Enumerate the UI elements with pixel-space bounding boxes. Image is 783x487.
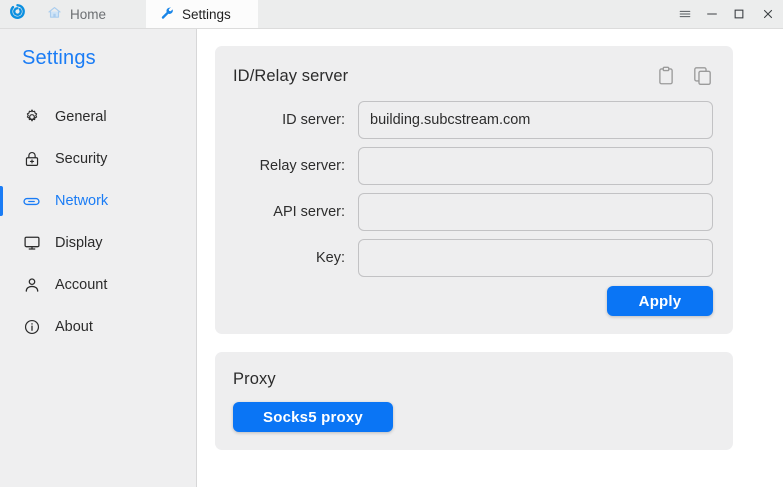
id-relay-card-actions [655, 64, 713, 88]
id-server-input[interactable]: building.subcstream.com [358, 101, 713, 139]
person-icon [22, 276, 41, 295]
field-label: API server: [273, 204, 345, 220]
sidebar-item-general[interactable]: General [0, 96, 196, 138]
monitor-icon [22, 234, 41, 253]
title-bar: Home Settings [0, 0, 783, 29]
clipboard-paste-icon[interactable] [655, 64, 677, 88]
socks5-proxy-button[interactable]: Socks5 proxy [233, 402, 393, 432]
field-key: Key: [233, 239, 713, 277]
id-relay-card-footer: Apply [233, 286, 713, 316]
field-id-server: ID server: building.subcstream.com [233, 101, 713, 139]
sidebar-item-label: Security [55, 151, 108, 167]
sidebar-item-display[interactable]: Display [0, 222, 196, 264]
field-label: Relay server: [259, 158, 345, 174]
tab-settings-label: Settings [182, 6, 231, 22]
sidebar-item-label: General [55, 109, 107, 125]
window-body: Settings General [0, 29, 783, 487]
tab-settings[interactable]: Settings [146, 0, 258, 28]
page-title: Settings [22, 47, 96, 69]
proxy-card-title: Proxy [233, 370, 276, 388]
settings-nav: General Security [0, 96, 196, 348]
minimize-button[interactable] [698, 0, 725, 28]
tab-home[interactable]: Home [34, 0, 146, 28]
wrench-icon [159, 5, 174, 23]
key-input[interactable] [358, 239, 713, 277]
settings-sidebar: Settings General [0, 29, 197, 487]
id-relay-card-header: ID/Relay server [233, 64, 713, 88]
maximize-button[interactable] [725, 0, 752, 28]
proxy-card: Proxy Socks5 proxy [215, 352, 733, 450]
id-relay-server-card: ID/Relay server [215, 46, 733, 334]
sidebar-item-account[interactable]: Account [0, 264, 196, 306]
api-server-input[interactable] [358, 193, 713, 231]
sidebar-item-label: Account [55, 277, 108, 293]
rustdesk-logo-icon [9, 3, 26, 25]
gear-icon [22, 108, 41, 127]
info-icon [22, 318, 41, 337]
home-icon [47, 5, 62, 23]
app-logo [0, 0, 34, 28]
tab-home-label: Home [70, 6, 107, 22]
field-api-server: API server: [233, 193, 713, 231]
sidebar-item-security[interactable]: Security [0, 138, 196, 180]
window-controls [671, 0, 783, 28]
lock-icon [22, 150, 41, 169]
sidebar-item-label: Network [55, 193, 109, 209]
close-button[interactable] [752, 0, 783, 28]
field-label: Key: [315, 250, 345, 266]
sidebar-item-label: Display [55, 235, 103, 251]
apply-button[interactable]: Apply [607, 286, 713, 316]
sidebar-item-label: About [55, 319, 93, 335]
copy-icon[interactable] [691, 64, 713, 88]
sidebar-item-network[interactable]: Network [0, 180, 196, 222]
field-label: ID server: [282, 112, 345, 128]
id-relay-card-title: ID/Relay server [233, 66, 349, 85]
tab-strip-filler [258, 0, 671, 28]
proxy-card-body: Socks5 proxy [233, 402, 713, 432]
proxy-card-header: Proxy [233, 370, 713, 389]
field-relay-server: Relay server: [233, 147, 713, 185]
menu-button[interactable] [671, 0, 698, 28]
link-icon [22, 192, 41, 211]
sidebar-item-about[interactable]: About [0, 306, 196, 348]
settings-content: ID/Relay server [197, 29, 783, 487]
relay-server-input[interactable] [358, 147, 713, 185]
